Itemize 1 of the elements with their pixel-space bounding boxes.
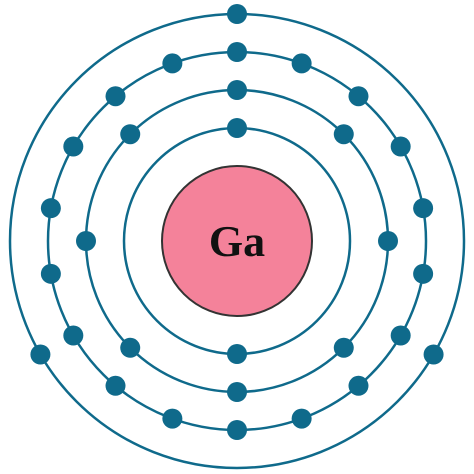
element-symbol: Ga: [208, 216, 266, 266]
